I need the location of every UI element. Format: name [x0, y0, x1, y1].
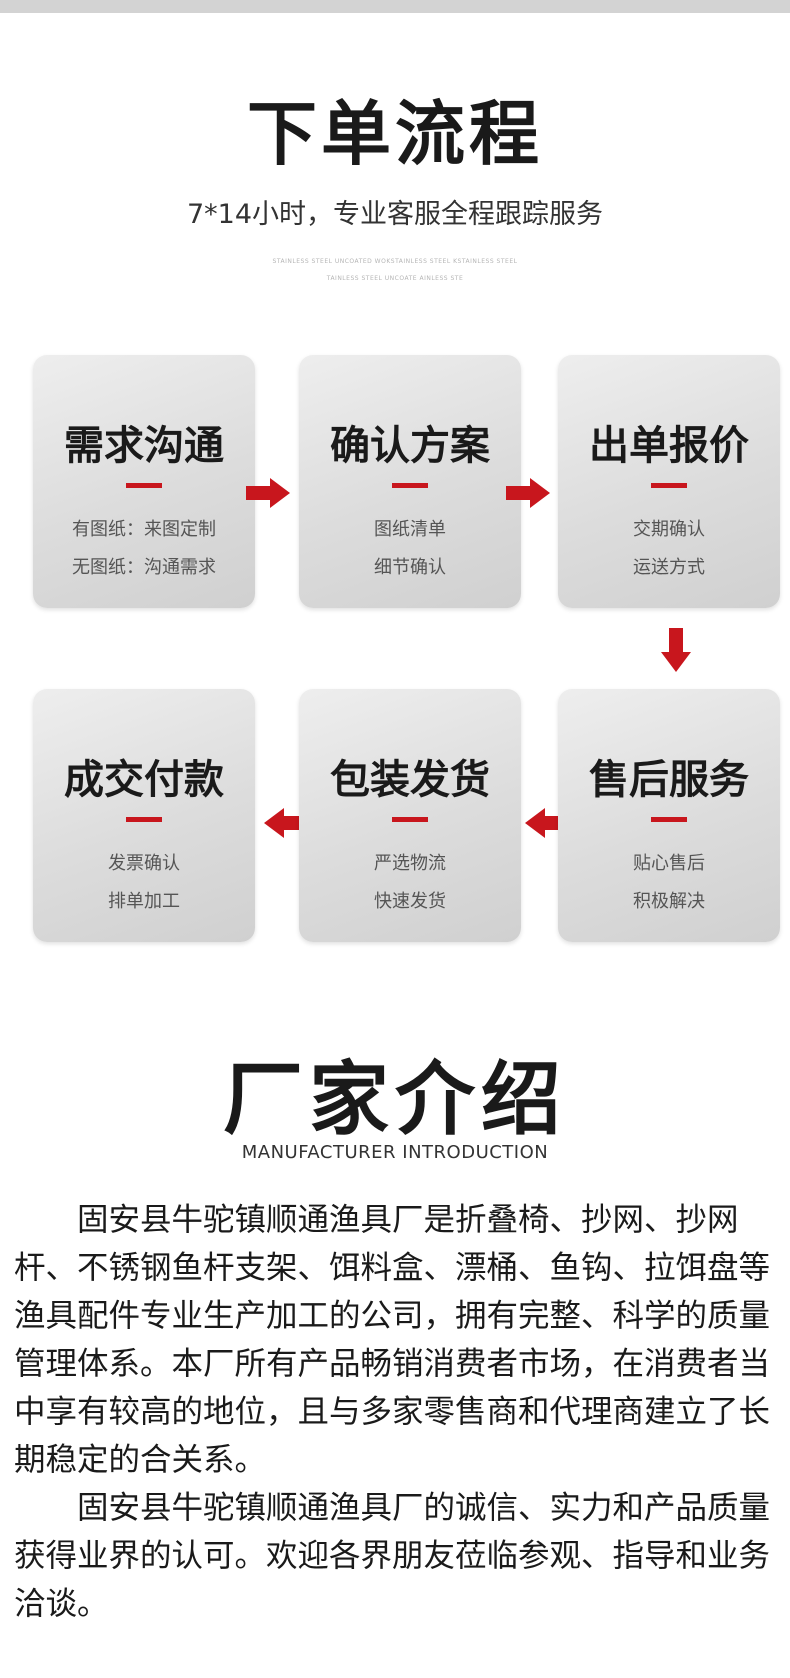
step-detail: 运送方式	[633, 557, 705, 578]
step-divider	[126, 817, 162, 822]
step-detail: 快速发货	[374, 891, 446, 912]
step-title: 确认方案	[330, 423, 490, 469]
step-divider	[392, 483, 428, 488]
step-detail: 图纸清单	[374, 519, 446, 540]
step-detail: 发票确认	[108, 853, 180, 874]
step-divider	[651, 817, 687, 822]
step-title: 包装发货	[330, 757, 490, 803]
step-title: 成交付款	[64, 757, 224, 803]
order-process-subtitle: 7*14小时，专业客服全程跟踪服务	[186, 199, 604, 230]
step-detail: 积极解决	[633, 891, 705, 912]
step-detail: 排单加工	[108, 891, 180, 912]
intro-paragraph: 固安县牛驼镇顺通渔具厂的诚信、实力和产品质量获得业界的认可。欢迎各界朋友莅临参观…	[14, 1490, 771, 1622]
step-divider	[126, 483, 162, 488]
step-detail: 有图纸：来图定制	[72, 519, 216, 540]
step-detail: 无图纸：沟通需求	[72, 557, 216, 578]
step-card-quotation: 出单报价 交期确认 运送方式	[558, 355, 780, 608]
step-title: 售后服务	[589, 757, 749, 803]
order-process-title: 下单流程	[247, 93, 543, 175]
step-detail: 贴心售后	[633, 853, 705, 874]
manufacturer-subtitle: MANUFACTURER INTRODUCTION	[241, 1142, 549, 1163]
manufacturer-title: 厂家介绍	[223, 1053, 567, 1146]
step-detail: 交期确认	[633, 519, 705, 540]
step-detail: 严选物流	[374, 853, 446, 874]
arrow-left-icon	[264, 808, 308, 838]
manufacturer-intro: 固安县牛驼镇顺通渔具厂是折叠椅、抄网、抄网杆、不锈钢鱼杆支架、饵料盒、漂桶、鱼钩…	[14, 1196, 784, 1628]
decorative-text-line: STAINLESS STEEL UNCOATED WOKSTAINLESS ST…	[272, 258, 518, 265]
arrow-down-icon	[661, 628, 691, 672]
step-card-confirm-plan: 确认方案 图纸清单 细节确认	[299, 355, 521, 608]
arrow-right-icon	[506, 478, 550, 508]
step-divider	[651, 483, 687, 488]
top-bar	[0, 0, 790, 13]
intro-paragraph: 固安县牛驼镇顺通渔具厂是折叠椅、抄网、抄网杆、不锈钢鱼杆支架、饵料盒、漂桶、鱼钩…	[14, 1202, 771, 1478]
step-card-shipping: 包装发货 严选物流 快速发货	[299, 689, 521, 942]
decorative-text-line: TAINLESS STEEL UNCOATE AINLESS STE	[326, 275, 464, 282]
step-card-after-sales: 售后服务 贴心售后 积极解决	[558, 689, 780, 942]
step-card-payment: 成交付款 发票确认 排单加工	[33, 689, 255, 942]
arrow-left-icon	[525, 808, 569, 838]
step-card-requirements: 需求沟通 有图纸：来图定制 无图纸：沟通需求	[33, 355, 255, 608]
step-detail: 细节确认	[374, 557, 446, 578]
step-title: 需求沟通	[64, 423, 224, 469]
arrow-right-icon	[246, 478, 290, 508]
step-divider	[392, 817, 428, 822]
step-title: 出单报价	[589, 423, 749, 469]
